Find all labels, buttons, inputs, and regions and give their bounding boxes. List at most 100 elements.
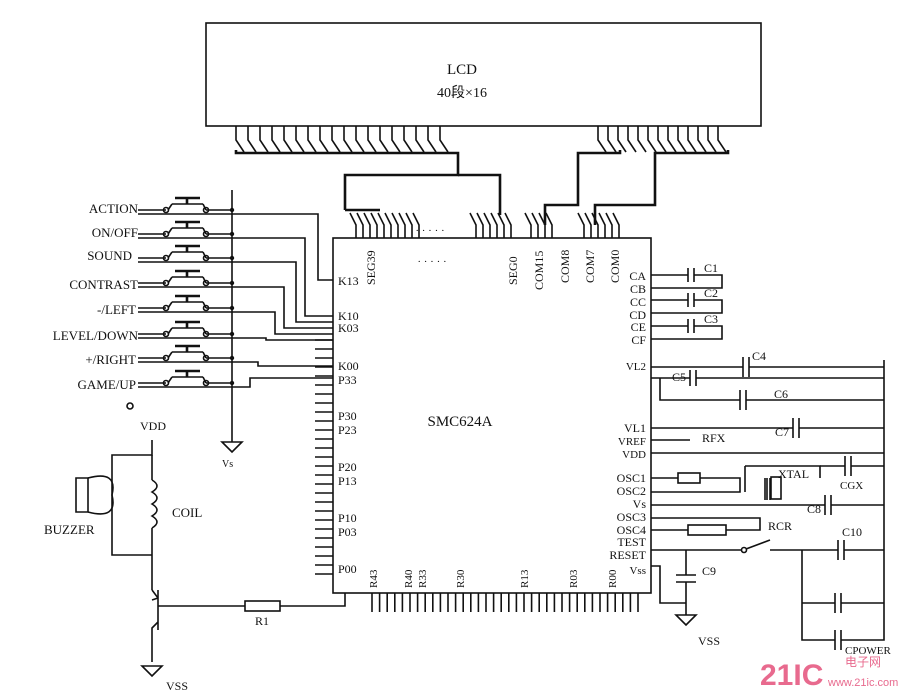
lcd-pin-right: [697, 126, 707, 153]
pin-p03: P03: [338, 525, 357, 539]
lcd-pin-right: [647, 126, 657, 153]
pin-seg0: SEG0: [506, 256, 520, 285]
capacitor-c2: [651, 293, 723, 314]
cpower-net: [801, 550, 885, 641]
lcd-pin-right: [617, 126, 627, 153]
button-signal-wire: [138, 286, 333, 329]
pushbutton-contact: [167, 327, 207, 335]
chip-name: SMC624A: [427, 414, 492, 430]
chip-top-pin: [412, 212, 420, 238]
pushbutton-cap: [175, 220, 200, 228]
pin-r00: R00: [607, 569, 619, 588]
capacitor-c8: [651, 495, 884, 515]
pushbutton-contact: [167, 301, 207, 309]
reset-switch-contact: [740, 546, 748, 554]
chip-top-dots: · · · · ·: [415, 225, 444, 237]
chip-top-pin: [363, 212, 371, 238]
resistor-r1: [244, 600, 281, 612]
button-contact-dot: [202, 279, 210, 287]
pin-r33: R33: [417, 569, 429, 588]
label-c4: C4: [752, 349, 766, 363]
lcd-bus-right-inner: [543, 150, 622, 225]
chip-top-pin: [356, 212, 364, 238]
chip-top-pin: [490, 212, 498, 238]
button-signal-wire: [138, 377, 333, 388]
label-c1: C1: [704, 261, 718, 275]
pin-r30: R30: [455, 569, 467, 588]
lcd-bus-right-outer: [593, 150, 730, 225]
chip-top-pin: [370, 212, 378, 238]
button-ladder: [138, 196, 333, 388]
pushbutton-contact: [167, 276, 207, 284]
capacitor-c1: [651, 268, 723, 289]
button-contact-dot: [162, 379, 170, 387]
pushbutton-contact: [167, 251, 207, 259]
capacitor-c3: [651, 319, 723, 340]
buzzer-body: [75, 477, 89, 513]
label-c10: C10: [842, 525, 862, 539]
c9-net: [651, 550, 696, 615]
ladder-ground-label: Vs: [222, 459, 233, 470]
pin-reset: RESET: [609, 548, 646, 562]
button-label-sound: SOUND: [87, 248, 132, 263]
button-label-down: LEVEL/DOWN: [53, 328, 139, 343]
button-label-on-off: ON/OFF: [92, 225, 138, 240]
capacitor-c6: [659, 378, 884, 410]
button-label-up: GAME/UP: [77, 377, 136, 392]
lcd-pin-left: [391, 126, 401, 153]
lcd-subtitle: 40段×16: [437, 85, 487, 101]
pushbutton-cap: [175, 196, 200, 204]
chip-top-pin: [504, 212, 512, 238]
label-vdd: VDD: [140, 419, 166, 433]
lcd-pin-left: [343, 126, 353, 153]
button-contact-dot: [162, 279, 170, 287]
chip-bottom-pin-stubs: [371, 593, 639, 612]
pin-r43: R43: [368, 569, 380, 588]
pin-k03: K03: [338, 321, 359, 335]
lcd-pin-right: [667, 126, 677, 153]
lcd-pin-left: [367, 126, 377, 153]
button-contact-dot: [162, 354, 170, 362]
osc12-net: [651, 477, 741, 493]
label-buzzer: BUZZER: [44, 522, 95, 537]
button-signal-wire: [138, 213, 333, 281]
label-rfx: RFX: [702, 431, 726, 445]
ladder-ground-icon: [220, 441, 244, 454]
pin-vss: Vss: [629, 565, 646, 577]
chip-top-pin: [524, 212, 532, 238]
lcd-pin-right: [687, 126, 697, 153]
transistor-collector: [151, 589, 159, 599]
lcd-pin-right: [707, 126, 717, 153]
lcd-pin-left: [331, 126, 341, 153]
lcd-title: LCD: [447, 62, 477, 78]
pin-p10: P10: [338, 511, 357, 525]
chip-top-pin: [384, 212, 392, 238]
lcd-pin-left: [295, 126, 305, 153]
lcd-pin-right: [717, 126, 727, 153]
capacitor-cpower: [834, 630, 842, 650]
chip-body: [332, 237, 652, 594]
lcd-pin-left: [247, 126, 257, 153]
pin-p20: P20: [338, 460, 357, 474]
chip-top-pin: [531, 212, 539, 238]
button-contact-dot: [162, 304, 170, 312]
lcd-pin-right: [677, 126, 687, 153]
button-contact-dot: [202, 230, 210, 238]
pin-osc4: OSC4: [617, 523, 646, 537]
lcd-pin-right: [657, 126, 667, 153]
label-coil: COIL: [172, 505, 202, 520]
button-signal-wire: [138, 261, 333, 323]
pin-r13: R13: [519, 569, 531, 588]
osc-resistor-1: [677, 472, 701, 484]
pin-cc: CC: [630, 295, 646, 309]
chip-top-pin: [598, 212, 606, 238]
pin-com0: COM0: [608, 250, 622, 283]
pin-com15: COM15: [532, 251, 546, 290]
chip-top-pin: [584, 212, 592, 238]
pin-ca: CA: [629, 269, 646, 283]
button-contact-dot: [202, 354, 210, 362]
pin-com7: COM7: [583, 250, 597, 283]
lcd-pin-left: [403, 126, 413, 153]
watermark-cn: 电子网: [845, 655, 881, 669]
